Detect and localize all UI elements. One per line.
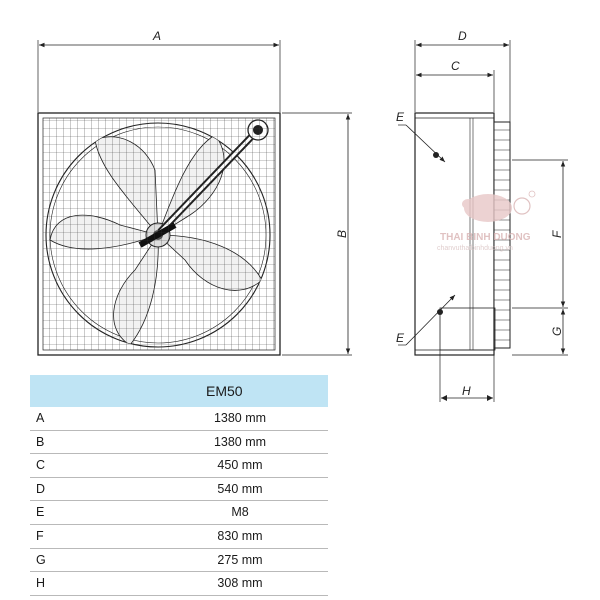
dimension-b: B xyxy=(282,112,352,356)
row-key: B xyxy=(36,434,45,449)
row-value: M8 xyxy=(231,505,249,520)
row-value: 1380 mm xyxy=(213,411,267,425)
row-value: 540 mm xyxy=(217,481,263,496)
technical-drawing: A xyxy=(37,29,568,370)
row-value: 450 mm xyxy=(217,458,263,473)
watermark-url: chanvuthaibinhduong.vn xyxy=(437,245,513,252)
label-c: C xyxy=(451,59,460,73)
table-row: H 308 mm xyxy=(30,572,328,596)
dimension-c: C xyxy=(416,59,495,112)
label-g: G xyxy=(550,327,564,336)
spec-table: EM50 A 1380 mm B 1380 mm C 450 mm D 540 mm E… xyxy=(30,375,328,596)
dimension-d: D xyxy=(414,29,511,122)
table-row: G 275 mm xyxy=(30,549,328,573)
dimension-f: F xyxy=(512,159,568,309)
dimension-a: A xyxy=(37,29,281,112)
row-value: 275 mm xyxy=(217,552,263,567)
label-d: D xyxy=(458,29,467,43)
side-shutter xyxy=(493,121,511,349)
table-row: F 830 mm xyxy=(30,525,328,549)
table-row: A 1380 mm xyxy=(30,407,328,431)
table-row: D 540 mm xyxy=(30,478,328,502)
front-view: A xyxy=(37,29,352,356)
side-view: D C xyxy=(396,29,568,370)
row-value: 830 mm xyxy=(217,528,263,543)
model-name: EM50 xyxy=(206,383,243,399)
row-value: 1380 mm xyxy=(213,434,267,449)
watermark-brand: THAI BINH DUONG xyxy=(440,232,531,243)
label-h: H xyxy=(462,384,471,398)
dimension-h-lower xyxy=(439,370,495,402)
row-key: A xyxy=(36,411,45,425)
table-row: C 450 mm xyxy=(30,454,328,478)
dimension-e-top: E xyxy=(396,110,446,163)
label-a: A xyxy=(152,29,161,43)
row-value: 308 mm xyxy=(217,576,263,591)
front-grill xyxy=(43,118,275,350)
table-row: B 1380 mm xyxy=(30,431,328,455)
row-key: G xyxy=(36,552,46,567)
dimension-g: G xyxy=(512,309,568,356)
label-b: B xyxy=(335,230,349,238)
watermark: THAI BINH DUONG chanvuthaibinhduong.vn xyxy=(437,190,536,252)
row-key: H xyxy=(36,576,46,591)
label-f: F xyxy=(550,230,564,238)
row-key: C xyxy=(36,458,46,473)
row-key: D xyxy=(36,481,46,496)
table-row: E M8 xyxy=(30,501,328,525)
dimension-e-bottom: E xyxy=(396,294,456,346)
side-housing xyxy=(414,112,495,356)
dimension-h xyxy=(439,350,495,370)
row-key: E xyxy=(36,505,45,520)
table-header: EM50 xyxy=(30,375,328,407)
label-e-bottom: E xyxy=(396,331,405,345)
pig-logo-icon xyxy=(462,190,536,222)
label-e-top: E xyxy=(396,110,405,124)
row-key: F xyxy=(36,528,44,543)
